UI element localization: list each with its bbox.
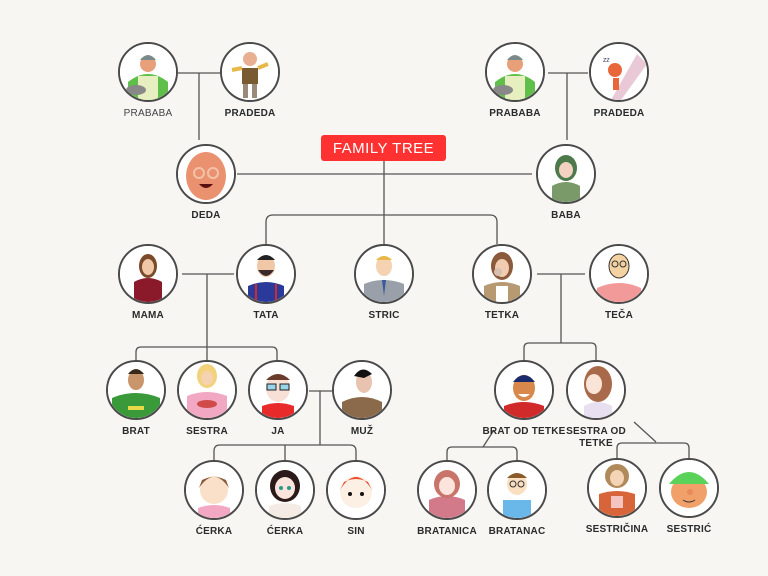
little-girl-avatar bbox=[184, 460, 244, 520]
person-muz[interactable]: MUŽ bbox=[332, 360, 392, 437]
person-pradeda-right[interactable]: zz PRADEDA bbox=[589, 42, 649, 119]
person-prababa-right[interactable]: PRABABA bbox=[485, 42, 545, 119]
boy-cap-avatar bbox=[659, 458, 719, 518]
family-tree-title: FAMILY TREE bbox=[321, 135, 446, 161]
person-label: BRATANICA bbox=[417, 526, 477, 537]
person-sestra[interactable]: SESTRA bbox=[177, 360, 237, 437]
person-stric[interactable]: STRIC bbox=[354, 244, 414, 321]
person-label: PRADEDA bbox=[593, 108, 645, 119]
person-label: JA bbox=[271, 426, 285, 437]
woman-shrug-avatar bbox=[118, 244, 178, 304]
grandmother-cooking-avatar bbox=[118, 42, 178, 102]
person-label: BRATANAC bbox=[488, 526, 546, 537]
person-baba[interactable]: BABA bbox=[536, 144, 596, 221]
person-label: SIN bbox=[347, 526, 365, 537]
person-cerka-2[interactable]: ĆERKA bbox=[255, 460, 315, 537]
person-label: ĆERKA bbox=[195, 526, 233, 537]
grandfather-vest-avatar bbox=[220, 42, 280, 102]
person-label: SESTRIĆ bbox=[666, 524, 712, 535]
boy-hoodie-avatar bbox=[106, 360, 166, 420]
person-label: TATA bbox=[253, 310, 279, 321]
red-hair-boy-avatar bbox=[326, 460, 386, 520]
person-prababa-left[interactable]: PRABABA bbox=[118, 42, 178, 119]
person-label: BRAT OD TETKE bbox=[482, 426, 566, 437]
person-brat-od-tetke[interactable]: BRAT OD TETKE bbox=[483, 360, 565, 437]
person-label: SESTRIČINA bbox=[585, 524, 649, 535]
person-bratanac[interactable]: BRATANAC bbox=[487, 460, 547, 537]
bearded-man-glasses-avatar bbox=[236, 244, 296, 304]
person-label: SESTRA bbox=[186, 426, 228, 437]
girl-blonde-avatar bbox=[177, 360, 237, 420]
person-label: BABA bbox=[551, 210, 581, 221]
boy-glasses-avatar bbox=[487, 460, 547, 520]
person-deda[interactable]: DEDA bbox=[176, 144, 236, 221]
girl-cat-avatar bbox=[587, 458, 647, 518]
person-tata[interactable]: TATA bbox=[236, 244, 296, 321]
girl-scarf-avatar bbox=[417, 460, 477, 520]
person-sestricina[interactable]: SESTRIČINA bbox=[586, 458, 648, 535]
boy-smiling-avatar bbox=[494, 360, 554, 420]
person-label: PRABABA bbox=[489, 108, 541, 119]
person-sin[interactable]: SIN bbox=[326, 460, 386, 537]
man-suit-avatar bbox=[354, 244, 414, 304]
person-label: ĆERKA bbox=[266, 526, 304, 537]
man-glasses-cartoon-avatar bbox=[589, 244, 649, 304]
grandmother-cooking-avatar bbox=[485, 42, 545, 102]
person-ja[interactable]: JA bbox=[248, 360, 308, 437]
person-pradeda-left[interactable]: PRADEDA bbox=[220, 42, 280, 119]
person-sestra-od-tetke[interactable]: SESTRA OD TETKE bbox=[566, 360, 626, 449]
person-sestric[interactable]: SESTRIĆ bbox=[659, 458, 719, 535]
anime-little-girl-avatar bbox=[255, 460, 315, 520]
woman-coffee-avatar bbox=[472, 244, 532, 304]
person-label: MAMA bbox=[132, 310, 164, 321]
anime-girl-avatar bbox=[566, 360, 626, 420]
person-bratanica[interactable]: BRATANICA bbox=[417, 460, 477, 537]
person-label: SESTRA OD TETKE bbox=[566, 426, 626, 449]
person-label: PRADEDA bbox=[224, 108, 276, 119]
svg-text:zz: zz bbox=[603, 56, 610, 64]
person-label: BRAT bbox=[122, 426, 150, 437]
person-label: TEČA bbox=[604, 310, 634, 321]
person-cerka-1[interactable]: ĆERKA bbox=[184, 460, 244, 537]
person-brat[interactable]: BRAT bbox=[106, 360, 166, 437]
person-label: MUŽ bbox=[350, 426, 374, 437]
grandfather-sleeping-avatar: zz bbox=[589, 42, 649, 102]
person-label: TETKA bbox=[484, 310, 520, 321]
woman-hijab-avatar bbox=[536, 144, 596, 204]
person-mama[interactable]: MAMA bbox=[118, 244, 178, 321]
man-coat-avatar bbox=[332, 360, 392, 420]
bald-man-glasses-avatar bbox=[176, 144, 236, 204]
girl-glasses-avatar bbox=[248, 360, 308, 420]
person-teca[interactable]: TEČA bbox=[589, 244, 649, 321]
person-label: STRIC bbox=[368, 310, 400, 321]
person-label: PRABABA bbox=[123, 108, 173, 119]
person-tetka[interactable]: TETKA bbox=[472, 244, 532, 321]
person-label: DEDA bbox=[191, 210, 221, 221]
